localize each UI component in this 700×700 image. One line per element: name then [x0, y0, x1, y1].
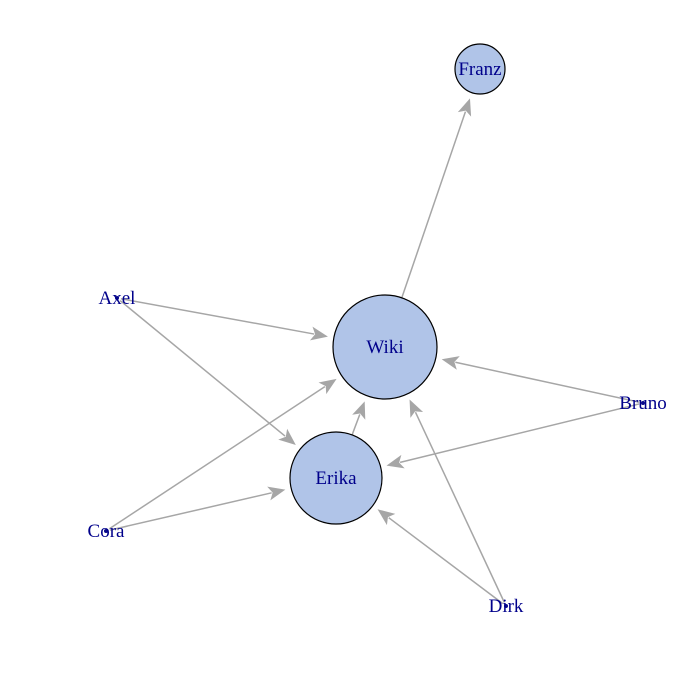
node-dot-bruno [641, 401, 645, 405]
node-label-bruno: Bruno [619, 393, 667, 414]
arrowhead-cora-to-erika [267, 486, 286, 501]
node-circle-erika [289, 431, 383, 525]
node-dot-cora [104, 529, 108, 533]
arrowhead-dirk-to-wiki [409, 399, 424, 418]
edge-bruno-to-wiki [455, 361, 640, 403]
arrowhead-bruno-to-wiki [441, 356, 460, 370]
edge-cora-to-erika [109, 492, 272, 531]
arrowhead-dirk-to-erika [377, 509, 396, 526]
node-axel: Axel [99, 288, 136, 309]
node-circle-franz [454, 43, 506, 95]
edge-dirk-to-erika [388, 517, 504, 605]
edge-dirk-to-wiki [414, 411, 505, 603]
node-erika: Erika [289, 431, 383, 525]
node-cora: Cora [88, 521, 126, 542]
edge-axel-to-wiki [120, 297, 315, 335]
edge-cora-to-wiki [108, 386, 326, 530]
node-label-wiki: Wiki [366, 337, 403, 358]
node-label-cora: Cora [88, 521, 126, 542]
node-label-erika: Erika [315, 468, 357, 489]
node-dot-axel [115, 296, 119, 300]
edge-axel-to-erika [119, 299, 286, 437]
node-label-dirk: Dirk [489, 596, 524, 617]
arrowhead-axel-to-wiki [309, 326, 328, 341]
edge-bruno-to-erika [399, 403, 640, 464]
node-dirk: Dirk [489, 596, 524, 617]
arrowhead-bruno-to-erika [386, 454, 405, 469]
node-circle-wiki [332, 294, 438, 400]
arrowhead-cora-to-wiki [318, 378, 337, 395]
node-label-axel: Axel [99, 288, 136, 309]
arrowhead-wiki-to-franz [457, 98, 472, 117]
edges-layer [108, 98, 640, 605]
node-franz: Franz [454, 43, 506, 95]
edge-wiki-to-franz [401, 111, 467, 299]
edge-erika-to-wiki [351, 414, 361, 436]
arrowhead-erika-to-wiki [352, 401, 366, 420]
node-dot-dirk [504, 604, 508, 608]
node-wiki: Wiki [332, 294, 438, 400]
arrowhead-axel-to-erika [278, 428, 296, 445]
node-label-franz: Franz [458, 59, 501, 80]
node-bruno: Bruno [619, 393, 667, 414]
